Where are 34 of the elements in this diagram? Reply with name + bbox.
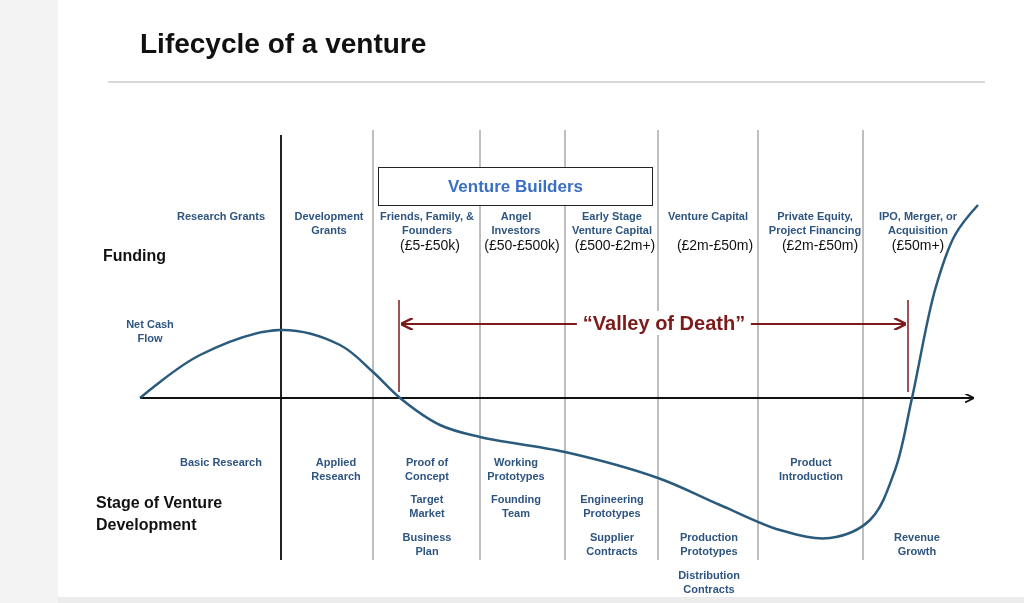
funding-stage: Private Equity, Project Financing [767,209,863,237]
development-stage: Applied Research [310,455,362,483]
development-stage: Proof of Concept [404,455,450,483]
title: Lifecycle of a venture [140,28,427,60]
development-stage: Engineering Prototypes [579,492,645,520]
funding-stage: Venture Capital [666,209,750,223]
funding-stage: Research Grants [175,209,266,223]
label-box [378,167,653,206]
development-stage: Founding Team [489,492,543,520]
development-stage: Target Market [408,492,446,520]
funding-stage: Friends, Family, & Founders [379,209,475,237]
box-heading: Venture Builders [447,176,584,197]
amount-range: (£50m+) [891,237,945,253]
axis-heading: Funding [103,246,168,266]
development-stage: Basic Research [179,455,263,469]
development-stage: Business Plan [401,530,453,558]
funding-stage: Angel Investors [490,209,542,237]
span-label: “Valley of Death” [576,311,752,335]
axis-heading: Stage of Venture Development [96,493,224,535]
development-stage: Distribution Contracts [677,568,741,596]
funding-stage: Development Grants [293,209,365,237]
funding-stage: IPO, Merger, or Acquisition [877,209,959,237]
development-stage: Product Introduction [777,455,845,483]
amount-range: (£50-£500k) [484,237,560,253]
amount-range: (£2m-£50m) [781,237,859,253]
amount-range: (£2m-£50m) [676,237,754,253]
amount-range: (£500-£2m+) [574,237,656,253]
development-stage: Supplier Contracts [585,530,639,558]
development-stage: Working Prototypes [486,455,546,483]
development-stage: Production Prototypes [678,530,740,558]
development-stage: Revenue Growth [893,530,941,558]
curve-label: Net Cash Flow [125,317,175,345]
amount-range: (£5-£50k) [400,237,460,253]
funding-stage: Early Stage Venture Capital [570,209,654,237]
